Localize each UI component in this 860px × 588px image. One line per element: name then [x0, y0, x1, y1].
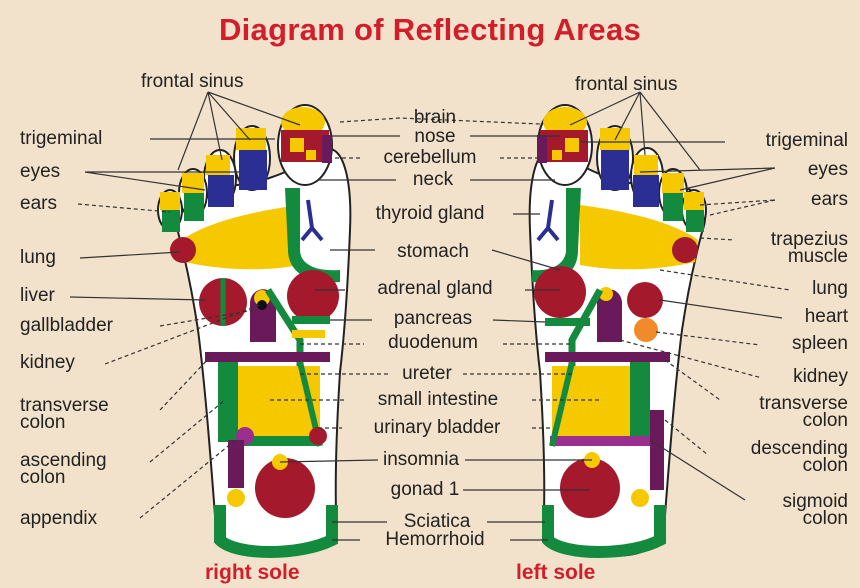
left-cerebellum-zone	[537, 135, 547, 163]
left-heart-zone	[627, 282, 663, 318]
label-gonad: gonad 1	[391, 480, 460, 500]
right-nose-dot	[290, 138, 304, 152]
label-eyes-right: eyes	[808, 160, 848, 180]
left-sinus-zone-5	[684, 192, 704, 210]
label-frontal-sinus-right: frontal sinus	[575, 75, 677, 95]
label-stomach: stomach	[397, 242, 469, 262]
left-nose-dot	[565, 138, 579, 152]
label-urinary-bladder: urinary bladder	[374, 418, 501, 438]
label-brain: brain	[414, 108, 456, 128]
left-sole-foot	[530, 105, 706, 556]
label-kidney-left: kidney	[20, 353, 75, 373]
right-eyes-zone-2	[208, 175, 234, 207]
left-ears-zone	[663, 193, 683, 221]
label-trigeminal-right: trigeminal	[766, 131, 848, 151]
left-nose-zone	[540, 130, 588, 162]
right-lower-colon	[228, 440, 244, 488]
right-stomach-zone	[287, 270, 339, 322]
label-pancreas: pancreas	[394, 309, 472, 329]
label-kidney-right: kidney	[793, 367, 848, 387]
right-nose-zone	[281, 130, 329, 162]
left-eyes-zone	[601, 150, 629, 190]
right-neck-dot	[306, 150, 316, 160]
label-small-intestine: small intestine	[378, 390, 498, 410]
label-frontal-sinus-left: frontal sinus	[141, 72, 243, 92]
label-eyes-left: eyes	[20, 162, 60, 182]
label-neck: neck	[413, 170, 453, 190]
label-sigmoid-colon-right: sigmoid colon	[783, 493, 848, 527]
label-insomnia: insomnia	[383, 450, 459, 470]
right-sinus-zone-4	[182, 173, 204, 193]
right-eyes-zone	[239, 150, 267, 190]
right-sole-foot	[158, 105, 350, 556]
right-appendix-heel	[227, 489, 245, 507]
label-trigeminal-left: trigeminal	[20, 129, 102, 149]
left-sigmoid-colon-zone	[550, 436, 650, 446]
left-heel-dot	[631, 489, 649, 507]
label-liver-left: liver	[20, 286, 55, 306]
left-descending-colon-zone	[630, 362, 650, 442]
label-hemorrhoid: Hemorrhoid	[385, 530, 484, 550]
footer-right-sole: right sole	[205, 561, 300, 585]
label-transverse-colon-left: transverse colon	[20, 397, 109, 431]
label-spleen-right: spleen	[792, 334, 848, 354]
label-lung-right: lung	[812, 279, 848, 299]
left-stomach-zone	[534, 266, 586, 318]
label-duodenum: duodenum	[388, 333, 478, 353]
label-ears-left: ears	[20, 194, 57, 214]
left-spleen-zone	[634, 318, 658, 342]
label-appendix-left: appendix	[20, 509, 97, 529]
label-heart-right: heart	[805, 307, 848, 327]
label-adrenal-gland: adrenal gland	[377, 279, 492, 299]
label-ears-right: ears	[811, 190, 848, 210]
label-thyroid-gland: thyroid gland	[376, 204, 485, 224]
right-ears-zone	[184, 193, 204, 221]
right-cerebellum-zone	[322, 135, 332, 163]
footer-left-sole: left sole	[516, 561, 595, 585]
label-ascending-colon-left: ascending colon	[20, 452, 107, 486]
right-ascending-colon-zone	[218, 362, 238, 442]
label-ureter: ureter	[402, 364, 452, 384]
label-lung-left: lung	[20, 248, 56, 268]
left-transverse-colon-zone	[545, 352, 670, 362]
right-ears-zone-2	[162, 210, 180, 232]
right-bladder-dot	[309, 427, 327, 445]
label-gallbladder-left: gallbladder	[20, 316, 113, 336]
label-transverse-colon-right: transverse colon	[759, 395, 848, 429]
label-cerebellum: cerebellum	[384, 148, 477, 168]
left-eyes-zone-2	[633, 175, 659, 207]
label-descending-colon-right: descending colon	[751, 440, 848, 474]
label-nose: nose	[414, 127, 455, 147]
right-lung-dot	[170, 237, 196, 263]
right-sinus-zone-5	[160, 192, 180, 210]
left-lower-colon	[650, 410, 664, 490]
left-lung-dot	[672, 237, 698, 263]
left-ears-zone-2	[686, 210, 704, 232]
left-neck-dot	[552, 150, 562, 160]
label-trapezius-muscle-right: trapezius muscle	[771, 231, 848, 265]
right-transverse-colon-zone	[205, 352, 330, 362]
